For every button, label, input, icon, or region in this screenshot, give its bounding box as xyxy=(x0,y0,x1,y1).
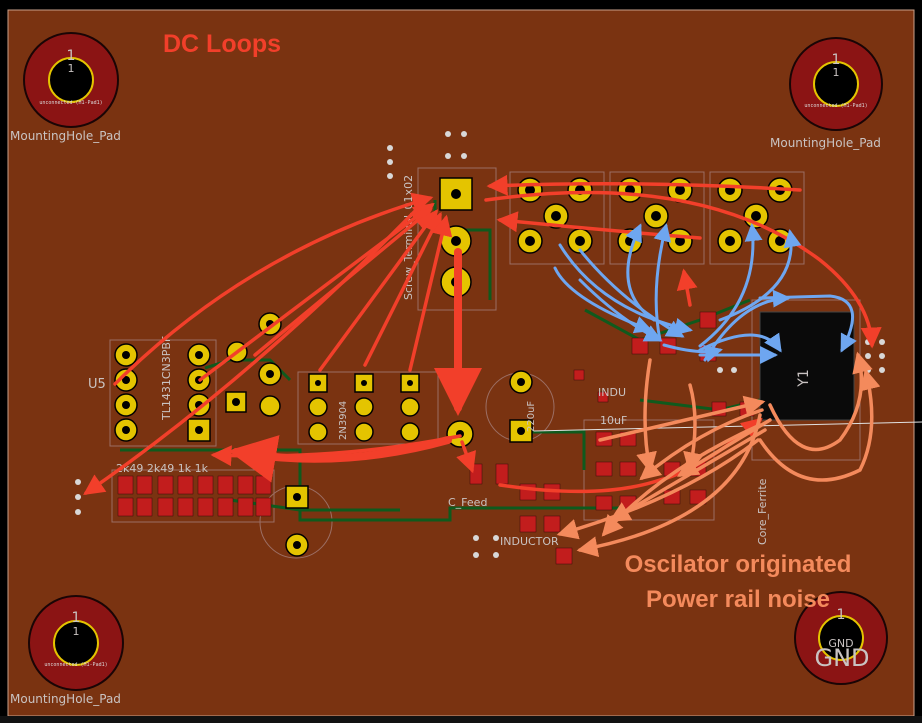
pad-number: 1 xyxy=(72,610,81,626)
c-feed-label: C_Feed xyxy=(448,496,487,509)
ferrite-label: Core_Ferrite xyxy=(756,478,769,545)
oscillator-noise-title-line1: Oscilator originated xyxy=(625,551,852,578)
inductor-2-label: INDU xyxy=(598,386,626,399)
orange-arrow xyxy=(576,413,762,558)
leader-line xyxy=(533,421,922,432)
oscillator-noise-title-line2: Power rail noise xyxy=(646,586,830,613)
pad-number-inner: 1 xyxy=(833,66,840,79)
red-arrow xyxy=(486,174,802,196)
resistor-labels: 2k49 2k49 1k 1k xyxy=(116,462,209,475)
red-arrow xyxy=(318,209,439,372)
orange-arrow xyxy=(683,383,704,474)
red-arrow-bold xyxy=(228,435,452,483)
orange-arrow xyxy=(758,368,881,482)
noise-arrows xyxy=(556,351,881,558)
blue-arrow xyxy=(578,248,685,338)
mounting-hole-bottom-right: 1 GND GND xyxy=(794,591,888,685)
red-arrow xyxy=(496,211,702,240)
red-arrow xyxy=(484,190,882,349)
gnd-pad-label: GND xyxy=(828,637,853,650)
pad-drills xyxy=(122,185,785,549)
blue-arrow xyxy=(698,332,782,353)
red-arrow xyxy=(408,214,453,372)
red-arrow xyxy=(363,211,442,367)
mounting-hole-label: MountingHole_Pad xyxy=(770,136,881,150)
u5-label: U5 xyxy=(88,377,106,392)
pad-number-inner: 1 xyxy=(73,625,80,638)
inductor-label: INDUCTOR xyxy=(500,535,559,548)
blue-arrow xyxy=(625,223,656,322)
orange-arrow xyxy=(598,395,766,442)
dc-loops-title: DC Loops xyxy=(163,30,281,58)
pad-number: 1 xyxy=(67,48,76,64)
red-arrow xyxy=(198,202,435,382)
red-arrow xyxy=(676,268,698,307)
blue-arrow xyxy=(653,223,672,342)
pad-number-inner: 1 xyxy=(68,62,75,75)
mounting-hole-top-right: 1 1 unconnected-(H1-Pad1) MountingHole_P… xyxy=(770,37,883,150)
blue-arrow xyxy=(662,343,723,363)
bottom-strip xyxy=(0,716,922,723)
u5-part-label: TL1431CN3PBF xyxy=(160,336,173,421)
orange-arrow xyxy=(636,358,657,474)
blue-arrow xyxy=(758,294,857,353)
red-arrow xyxy=(456,440,477,474)
y1-label: Y1 xyxy=(796,369,812,387)
dc-loop-arrows-bold xyxy=(228,248,482,483)
mounting-hole-top-left: 1 1 unconnected-(H1-Pad1) MountingHole_P… xyxy=(10,32,121,143)
red-arrow xyxy=(83,204,422,495)
unconnected-label: unconnected-(H1-Pad1) xyxy=(804,103,867,109)
unconnected-label: unconnected-(H1-Pad1) xyxy=(44,662,107,668)
transistor-label: 2N3904 xyxy=(338,401,349,440)
mounting-hole-label: MountingHole_Pad xyxy=(10,129,121,143)
gnd-large-label: GND xyxy=(814,644,869,672)
crystal-y1: Y1 xyxy=(759,311,855,421)
blue-arrow xyxy=(718,229,802,322)
orange-arrow xyxy=(556,438,760,540)
blue-arrow xyxy=(698,223,763,348)
cap-220uf-label: 220uF xyxy=(526,401,537,432)
red-arrow xyxy=(113,192,434,386)
mounting-hole-bottom-left: 1 1 unconnected-(H1-Pad1) MountingHole_P… xyxy=(10,595,124,706)
pad-number: 1 xyxy=(837,607,846,623)
oscillator-arrows xyxy=(553,223,857,364)
unconnected-label: unconnected-(H1-Pad1) xyxy=(39,100,102,106)
mounting-hole-label: MountingHole_Pad xyxy=(10,692,121,706)
blue-arrow xyxy=(578,278,663,342)
pad-number: 1 xyxy=(832,52,841,68)
cap-10uf-label: 10uF xyxy=(600,414,627,427)
